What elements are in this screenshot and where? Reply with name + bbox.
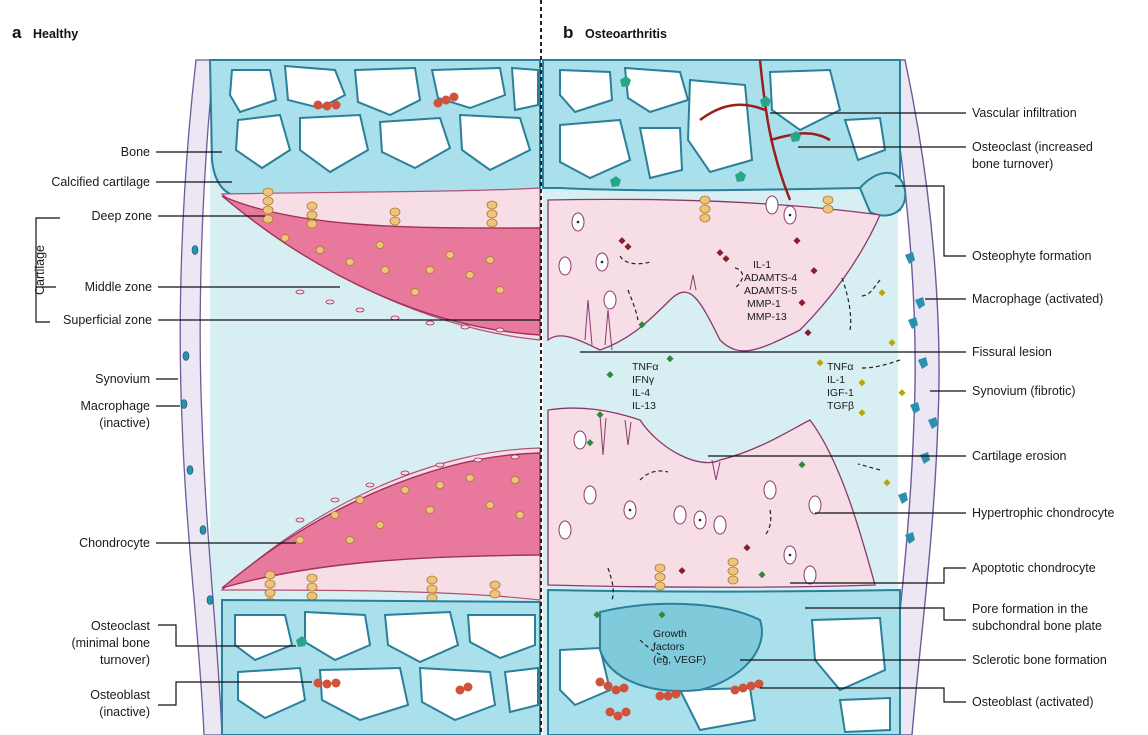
panel-osteoarthritis <box>543 60 939 735</box>
label-pore-formation-1: Pore formation in the <box>972 602 1088 616</box>
cytokine-mmp1: MMP-1 <box>747 298 781 310</box>
cytokine-il1-right: IL-1 <box>827 374 845 386</box>
panel-healthy <box>180 60 540 735</box>
label-calcified-cartilage: Calcified cartilage <box>51 175 150 189</box>
label-osteoclast-increased-1: Osteoclast (increased <box>972 140 1093 154</box>
label-sclerotic-bone-formation: Sclerotic bone formation <box>972 653 1107 667</box>
cytokines-middle-right: TNFα IL-1 IGF-1 TGFβ <box>827 361 854 412</box>
cytokine-il4: IL-4 <box>632 387 650 399</box>
cytokine-tgfb: TGFβ <box>827 400 854 412</box>
label-middle-zone: Middle zone <box>85 280 152 294</box>
panel-b-letter: b <box>563 23 573 42</box>
growth-factors-line1: Growth <box>653 628 687 640</box>
cytokine-il1-upper: IL-1 <box>753 259 771 271</box>
growth-factors-line2: factors <box>653 641 685 653</box>
label-osteoclast-increased-2: bone turnover) <box>972 157 1053 171</box>
label-cartilage-erosion: Cartilage erosion <box>972 449 1067 463</box>
panel-a-title: Healthy <box>33 27 78 41</box>
cytokine-adamts4: ADAMTS-4 <box>744 272 797 284</box>
label-apoptotic-chondrocyte: Apoptotic chondrocyte <box>972 561 1096 575</box>
cytokine-tnfa-left: TNFα <box>632 361 658 373</box>
label-osteophyte-formation: Osteophyte formation <box>972 249 1092 263</box>
cytokine-mmp13: MMP-13 <box>747 311 787 323</box>
label-hypertrophic-chondrocyte: Hypertrophic chondrocyte <box>972 506 1114 520</box>
label-macrophage-inactive-1: Macrophage <box>81 399 151 413</box>
growth-factors-line3: (eg, VEGF) <box>653 654 706 666</box>
label-osteoclast-min-1: Osteoclast <box>91 619 151 633</box>
label-osteoblast-inactive-1: Osteoblast <box>90 688 150 702</box>
label-chondrocyte: Chondrocyte <box>79 536 150 550</box>
cytokine-adamts5: ADAMTS-5 <box>744 285 797 297</box>
label-cartilage: Cartilage <box>33 245 47 295</box>
cytokine-tnfa-right: TNFα <box>827 361 853 373</box>
cytokine-il13: IL-13 <box>632 400 656 412</box>
panel-a-letter: a <box>12 23 22 42</box>
label-superficial-zone: Superficial zone <box>63 313 152 327</box>
label-macrophage-inactive-2: (inactive) <box>99 416 150 430</box>
label-synovium-fibrotic: Synovium (fibrotic) <box>972 384 1076 398</box>
label-fissural-lesion: Fissural lesion <box>972 345 1052 359</box>
label-osteoclast-min-3: turnover) <box>100 653 150 667</box>
label-deep-zone: Deep zone <box>92 209 153 223</box>
label-synovium: Synovium <box>95 372 150 386</box>
panel-b-title: Osteoarthritis <box>585 27 667 41</box>
label-osteoblast-inactive-2: (inactive) <box>99 705 150 719</box>
label-pore-formation-2: subchondral bone plate <box>972 619 1102 633</box>
cytokine-igf1: IGF-1 <box>827 387 854 399</box>
label-macrophage-activated: Macrophage (activated) <box>972 292 1103 306</box>
label-vascular-infiltration: Vascular infiltration <box>972 106 1077 120</box>
label-osteoclast-min-2: (minimal bone <box>71 636 150 650</box>
label-osteoblast-activated: Osteoblast (activated) <box>972 695 1094 709</box>
cytokine-ifng: IFNγ <box>632 374 655 386</box>
label-bone: Bone <box>121 145 150 159</box>
